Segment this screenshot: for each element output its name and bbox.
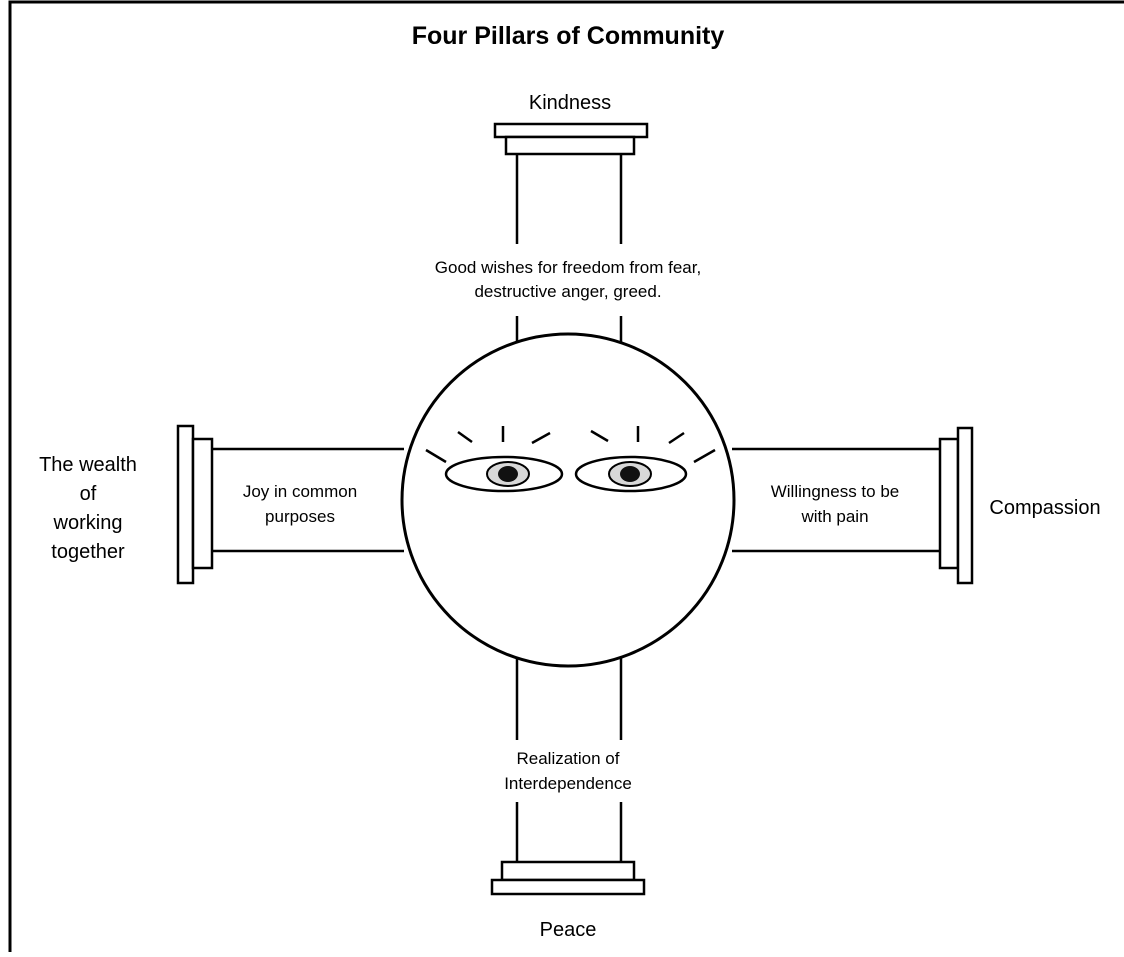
pillar-bottom	[490, 658, 646, 896]
pillar-left-description-line-2: purposes	[265, 507, 335, 526]
pillar-right	[732, 426, 974, 585]
pillar-top-description-line-1: Good wishes for freedom from fear,	[435, 258, 701, 277]
pillar-right-description-line-2: with pain	[800, 507, 868, 526]
pillar-bottom-description-line-2: Interdependence	[504, 774, 632, 793]
pillar-left-label-line-3: working	[53, 512, 123, 534]
face-with-eyes-icon	[400, 332, 736, 668]
pillar-top	[493, 122, 649, 342]
right-eye-ray-4	[693, 448, 716, 464]
left-eye-ray-4	[531, 431, 551, 445]
pillar-left-description-line-1: Joy in common	[243, 482, 357, 501]
left-eye-pupil	[498, 466, 518, 482]
pillar-left-label-line-2: of	[80, 483, 97, 505]
center-circle	[400, 332, 736, 668]
pillar-top-description-line-2: destructive anger, greed.	[474, 282, 661, 301]
pillar-top-label: Kindness	[529, 92, 611, 114]
pillar-bottom-capital-inner	[500, 860, 636, 882]
right-eye-ray-3	[668, 431, 685, 445]
pillar-right-description-line-1: Willingness to be	[771, 482, 900, 501]
pillar-right-capital-outer	[956, 426, 974, 585]
pillar-left-label-line-1: The wealth	[39, 454, 137, 476]
pillar-right-label: Compassion	[989, 497, 1100, 519]
pillar-top-capital-inner	[504, 135, 636, 156]
pillar-left-capital-outer	[176, 424, 195, 585]
diagram-border	[8, 0, 1124, 957]
pillar-left	[176, 424, 404, 585]
pillar-right-capital-inner	[938, 437, 960, 570]
diagram-title: Four Pillars of Community	[412, 22, 725, 50]
pillar-top-capital-outer	[493, 122, 649, 139]
right-eye-ray-1	[590, 429, 609, 443]
right-eye-pupil	[620, 466, 640, 482]
pillar-left-label-line-4: together	[51, 541, 125, 563]
pillar-bottom-description-line-1: Realization of	[516, 749, 619, 768]
pillar-bottom-label: Peace	[540, 919, 597, 941]
left-eye-ray-1	[425, 448, 447, 464]
left-eye-ray-2	[457, 430, 473, 444]
pillar-bottom-capital-outer	[490, 878, 646, 896]
pillar-left-capital-inner	[191, 437, 214, 570]
